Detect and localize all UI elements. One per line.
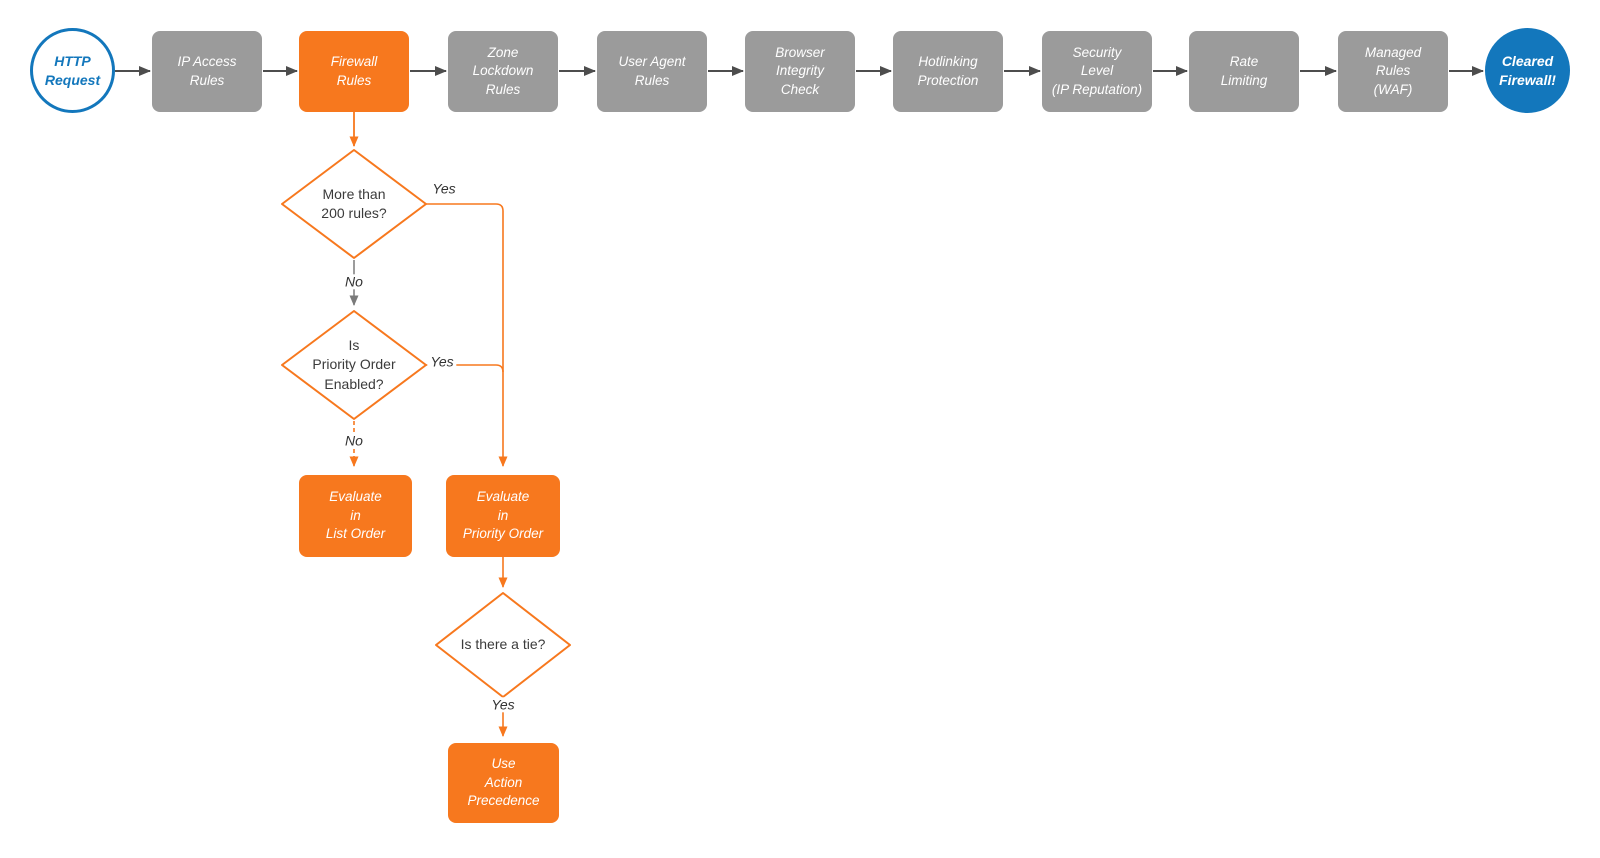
node-evaluate-list-order: Evaluate in List Order <box>299 475 412 557</box>
decision-diamond-tie <box>435 592 571 698</box>
decision-label-tie: Is there a tie? <box>460 636 546 653</box>
node-ip-access-rules: IP Access Rules <box>152 31 262 112</box>
decision-label-priority-enabled: Is Priority Order Enabled? <box>312 337 396 392</box>
node-security-level: Security Level (IP Reputation) <box>1042 31 1152 112</box>
node-cleared-firewall: Cleared Firewall! <box>1485 28 1570 113</box>
node-rate-limiting: Rate Limiting <box>1189 31 1299 112</box>
edge-label-no-rules-count: No <box>342 273 366 290</box>
edge-label-yes-rules-count: Yes <box>429 180 459 197</box>
node-evaluate-priority-order: Evaluate in Priority Order <box>446 475 560 557</box>
node-zone-lockdown-rules: Zone Lockdown Rules <box>448 31 558 112</box>
decision-diamonds <box>281 149 571 698</box>
node-use-action-precedence: Use Action Precedence <box>448 743 559 823</box>
node-user-agent-rules: User Agent Rules <box>597 31 707 112</box>
node-browser-integrity-check: Browser Integrity Check <box>745 31 855 112</box>
edge-label-yes-tie: Yes <box>488 696 518 713</box>
decision-label-rules-count: More than 200 rules? <box>321 185 387 221</box>
node-http-request: HTTP Request <box>30 28 115 113</box>
edge-label-no-priority-enabled: No <box>342 432 366 449</box>
edge-label-yes-priority-enabled: Yes <box>427 353 457 370</box>
decision-diamond-rules-count <box>281 149 427 259</box>
node-managed-rules-waf: Managed Rules (WAF) <box>1338 31 1448 112</box>
decision-diamond-priority-enabled <box>281 310 427 420</box>
node-hotlinking-protection: Hotlinking Protection <box>893 31 1003 112</box>
node-firewall-rules: Firewall Rules <box>299 31 409 112</box>
